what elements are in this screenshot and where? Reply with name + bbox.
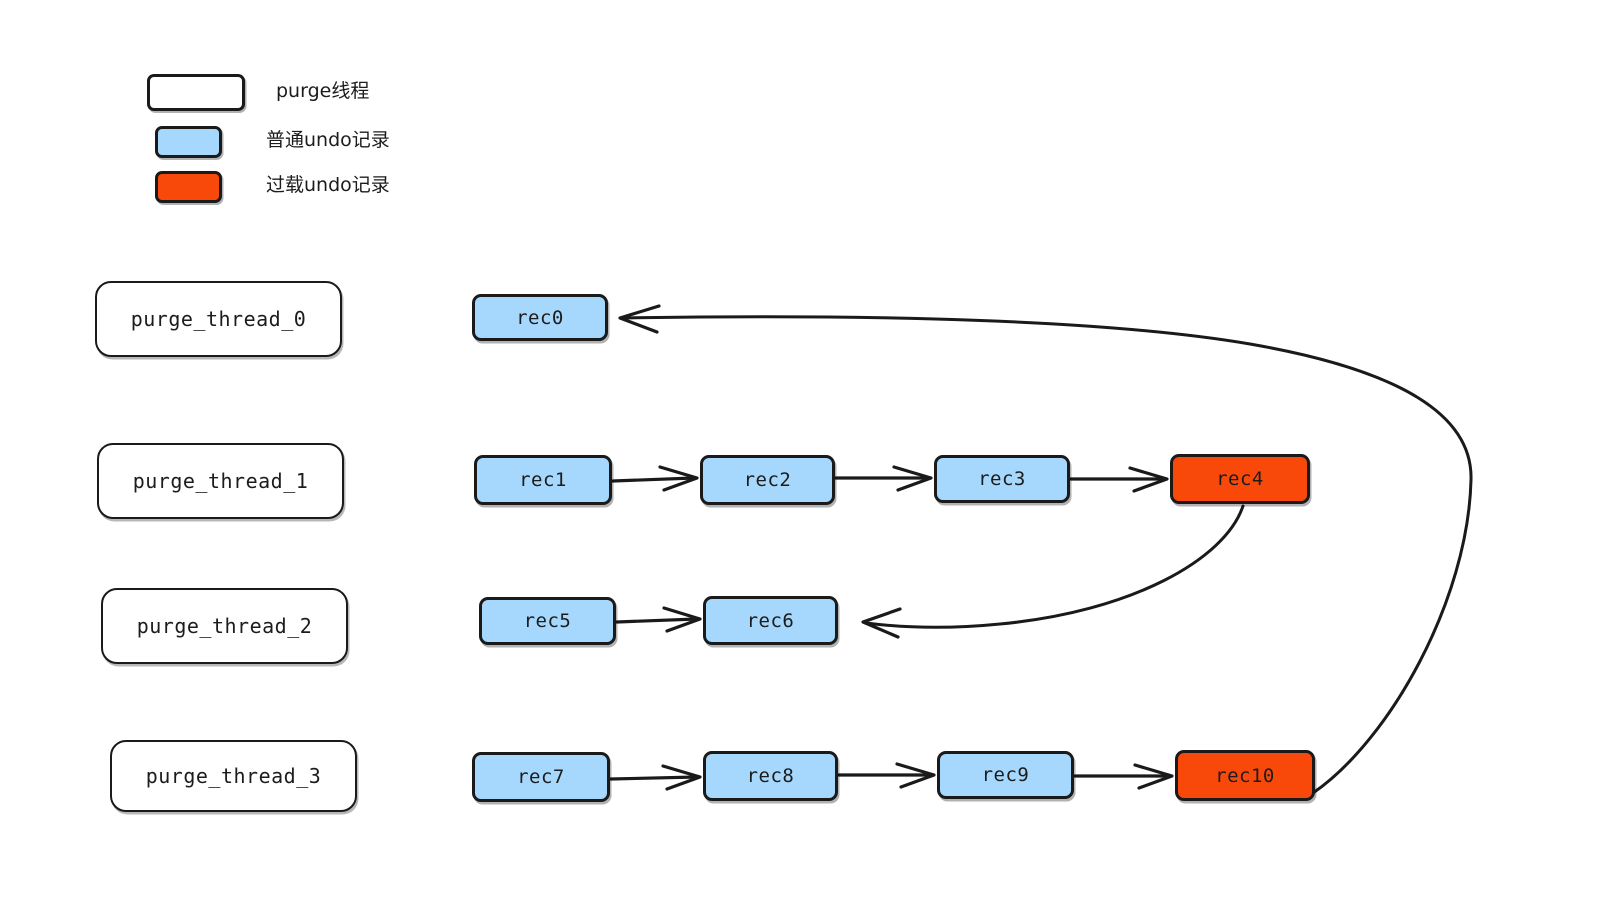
record-label: rec3 — [978, 468, 1026, 490]
record-label: rec8 — [746, 765, 795, 787]
record-node-rec9[interactable]: rec9 — [937, 751, 1074, 799]
record-label: rec0 — [516, 306, 564, 329]
thread-label: purge_thread_3 — [145, 764, 322, 788]
record-node-rec1[interactable]: rec1 — [474, 455, 612, 505]
record-label: rec4 — [1216, 468, 1264, 490]
thread-label: purge_thread_0 — [130, 307, 307, 331]
record-node-rec10[interactable]: rec10 — [1175, 750, 1315, 801]
record-node-rec7[interactable]: rec7 — [472, 752, 610, 802]
record-node-rec5[interactable]: rec5 — [479, 597, 616, 645]
edge-rec10-to-rec0 — [618, 304, 1473, 795]
legend-label-purge-thread: purge线程 — [276, 80, 370, 102]
record-node-rec0[interactable]: rec0 — [472, 294, 608, 341]
record-label: rec7 — [517, 766, 565, 788]
record-label: rec10 — [1215, 764, 1275, 787]
edge-rec9-to-rec10 — [1073, 763, 1174, 790]
edge-rec7-to-rec8 — [609, 764, 702, 791]
record-label: rec6 — [746, 609, 795, 632]
record-label: rec5 — [523, 610, 572, 632]
record-node-rec2[interactable]: rec2 — [700, 455, 835, 505]
legend-label-overload-undo: 过载undo记录 — [266, 174, 390, 196]
legend-swatch-overload-undo — [155, 171, 222, 203]
thread-box-purge-thread-3[interactable]: purge_thread_3 — [110, 740, 357, 812]
legend-label-normal-undo: 普通undo记录 — [266, 129, 390, 151]
edge-rec1-to-rec2 — [611, 465, 699, 492]
record-node-rec8[interactable]: rec8 — [703, 751, 838, 801]
record-label: rec9 — [981, 764, 1030, 786]
record-node-rec4[interactable]: rec4 — [1170, 454, 1310, 504]
legend-swatch-normal-undo — [155, 126, 222, 158]
edge-rec3-to-rec4 — [1069, 466, 1169, 493]
thread-label: purge_thread_1 — [132, 469, 309, 493]
thread-box-purge-thread-2[interactable]: purge_thread_2 — [101, 588, 348, 664]
record-node-rec3[interactable]: rec3 — [934, 455, 1070, 503]
thread-label: purge_thread_2 — [136, 614, 313, 638]
record-node-rec6[interactable]: rec6 — [703, 596, 838, 645]
edge-rec5-to-rec6 — [615, 606, 702, 633]
legend-swatch-purge-thread — [147, 74, 245, 111]
thread-box-purge-thread-0[interactable]: purge_thread_0 — [95, 281, 342, 357]
record-label: rec1 — [519, 469, 567, 491]
thread-box-purge-thread-1[interactable]: purge_thread_1 — [97, 443, 344, 519]
edge-rec4-to-rec6 — [861, 504, 1245, 639]
edge-rec2-to-rec3 — [834, 465, 933, 492]
record-label: rec2 — [743, 469, 792, 491]
edge-rec8-to-rec9 — [837, 762, 936, 789]
